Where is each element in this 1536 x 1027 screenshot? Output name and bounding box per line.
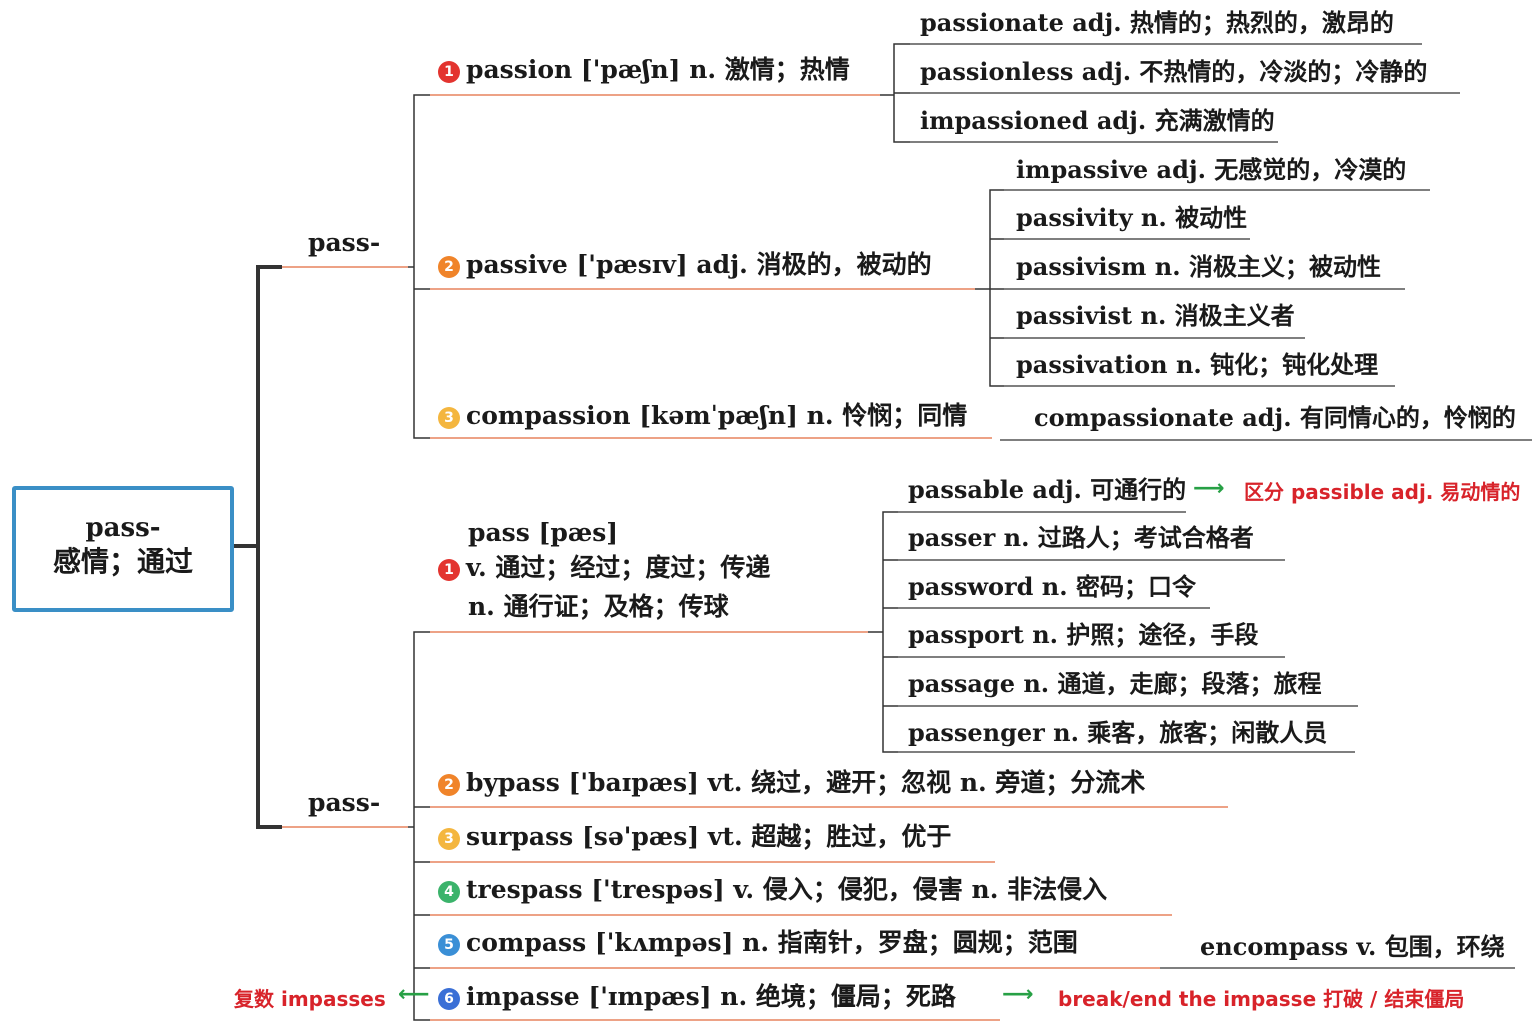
child-passivity: passivity n. 被动性	[1016, 203, 1248, 232]
badge-4-icon: 4	[438, 881, 460, 903]
node-pass-noun: n. 通行证；及格；传球	[468, 592, 729, 621]
node-bypass: 2 bypass ['baɪpæs] vt. 绕过，避开；忽视 n. 旁道；分流术	[438, 768, 1145, 798]
root-meaning: 感情；通过	[52, 545, 193, 578]
node-passion-text: passion ['pæʃn] n. 激情；热情	[466, 55, 850, 84]
badge-3-icon: 3	[438, 407, 460, 429]
child-passable: passable adj. 可通行的	[908, 475, 1187, 504]
badge-3b-icon: 3	[438, 828, 460, 850]
badge-1-icon: 1	[438, 61, 460, 83]
child-impassioned: impassioned adj. 充满激情的	[920, 106, 1275, 135]
root-bracket	[256, 265, 282, 829]
child-passionate: passionate adj. 热情的；热烈的，激昂的	[920, 8, 1394, 37]
badge-1b-icon: 1	[438, 559, 460, 581]
node-compass: 5 compass ['kʌmpəs] n. 指南针，罗盘；圆规；范围	[438, 928, 1078, 958]
note-break-impasse: break/end the impasse 打破 / 结束僵局	[1058, 987, 1465, 1011]
child-passivation: passivation n. 钝化；钝化处理	[1016, 350, 1379, 379]
group1-bracket	[413, 94, 430, 439]
arrow-right-icon: ⟶	[1193, 476, 1225, 501]
passive-children-bracket	[989, 189, 1004, 387]
node-compassion-text: compassion [kəmˈpæʃn] n. 怜悯；同情	[466, 401, 968, 430]
node-surpass: 3 surpass [sə'pæs] vt. 超越；胜过，优于	[438, 822, 951, 852]
badge-6-icon: 6	[438, 988, 460, 1010]
node-passive-text: passive ['pæsɪv] adj. 消极的，被动的	[466, 250, 932, 279]
node-trespass: 4 trespass ['trespəs] v. 侵入；侵犯，侵害 n. 非法侵入	[438, 875, 1107, 905]
child-passer: passer n. 过路人；考试合格者	[908, 523, 1254, 552]
badge-2b-icon: 2	[438, 774, 460, 796]
arrow-left-icon: ⟵	[398, 982, 430, 1007]
node-pass-word: pass [pæs]	[468, 518, 619, 547]
node-impasse-text: impasse ['ɪmpæs] n. 绝境；僵局；死路	[466, 982, 956, 1011]
child-passenger: passenger n. 乘客，旅客；闲散人员	[908, 718, 1328, 747]
badge-2-icon: 2	[438, 256, 460, 278]
arrow-right-icon-2: ⟶	[1002, 982, 1034, 1007]
node-trespass-text: trespass ['trespəs] v. 侵入；侵犯，侵害 n. 非法侵入	[466, 875, 1108, 904]
node-passive: 2 passive ['pæsɪv] adj. 消极的，被动的	[438, 250, 932, 280]
root-node: pass- 感情；通过	[12, 486, 234, 612]
group2-bracket	[413, 631, 430, 1021]
child-passionless: passionless adj. 不热情的，冷淡的；冷静的	[920, 57, 1428, 86]
node-compass-text: compass ['kʌmpəs] n. 指南针，罗盘；圆规；范围	[466, 928, 1078, 957]
node-compassion: 3 compassion [kəmˈpæʃn] n. 怜悯；同情	[438, 401, 967, 431]
root-title: pass-	[85, 513, 161, 543]
node-pass-verb: 1 v. 通过；经过；度过；传递	[438, 553, 770, 583]
child-impassive: impassive adj. 无感觉的，冷漠的	[1016, 155, 1407, 184]
branch-label-1: pass-	[308, 228, 381, 257]
child-encompass: encompass v. 包围，环绕	[1200, 932, 1505, 961]
child-passivism: passivism n. 消极主义；被动性	[1016, 252, 1381, 281]
child-password: password n. 密码；口令	[908, 572, 1196, 601]
node-pass-verb-text: v. 通过；经过；度过；传递	[466, 553, 771, 582]
branch-label-2: pass-	[308, 788, 381, 817]
node-bypass-text: bypass ['baɪpæs] vt. 绕过，避开；忽视 n. 旁道；分流术	[466, 768, 1146, 797]
pass-children-bracket	[882, 511, 898, 753]
badge-5-icon: 5	[438, 934, 460, 956]
note-plural: 复数 impasses	[234, 987, 386, 1011]
child-compassionate: compassionate adj. 有同情心的，怜悯的	[1034, 403, 1516, 432]
node-passion: 1 passion ['pæʃn] n. 激情；热情	[438, 55, 850, 85]
node-surpass-text: surpass [sə'pæs] vt. 超越；胜过，优于	[466, 822, 952, 851]
note-passible: 区分 passible adj. 易动情的	[1244, 480, 1521, 504]
node-impasse: 6 impasse ['ɪmpæs] n. 绝境；僵局；死路	[438, 982, 956, 1012]
child-passivist: passivist n. 消极主义者	[1016, 301, 1295, 330]
child-passage: passage n. 通道，走廊；段落；旅程	[908, 669, 1322, 698]
child-passport: passport n. 护照；途径，手段	[908, 620, 1259, 649]
